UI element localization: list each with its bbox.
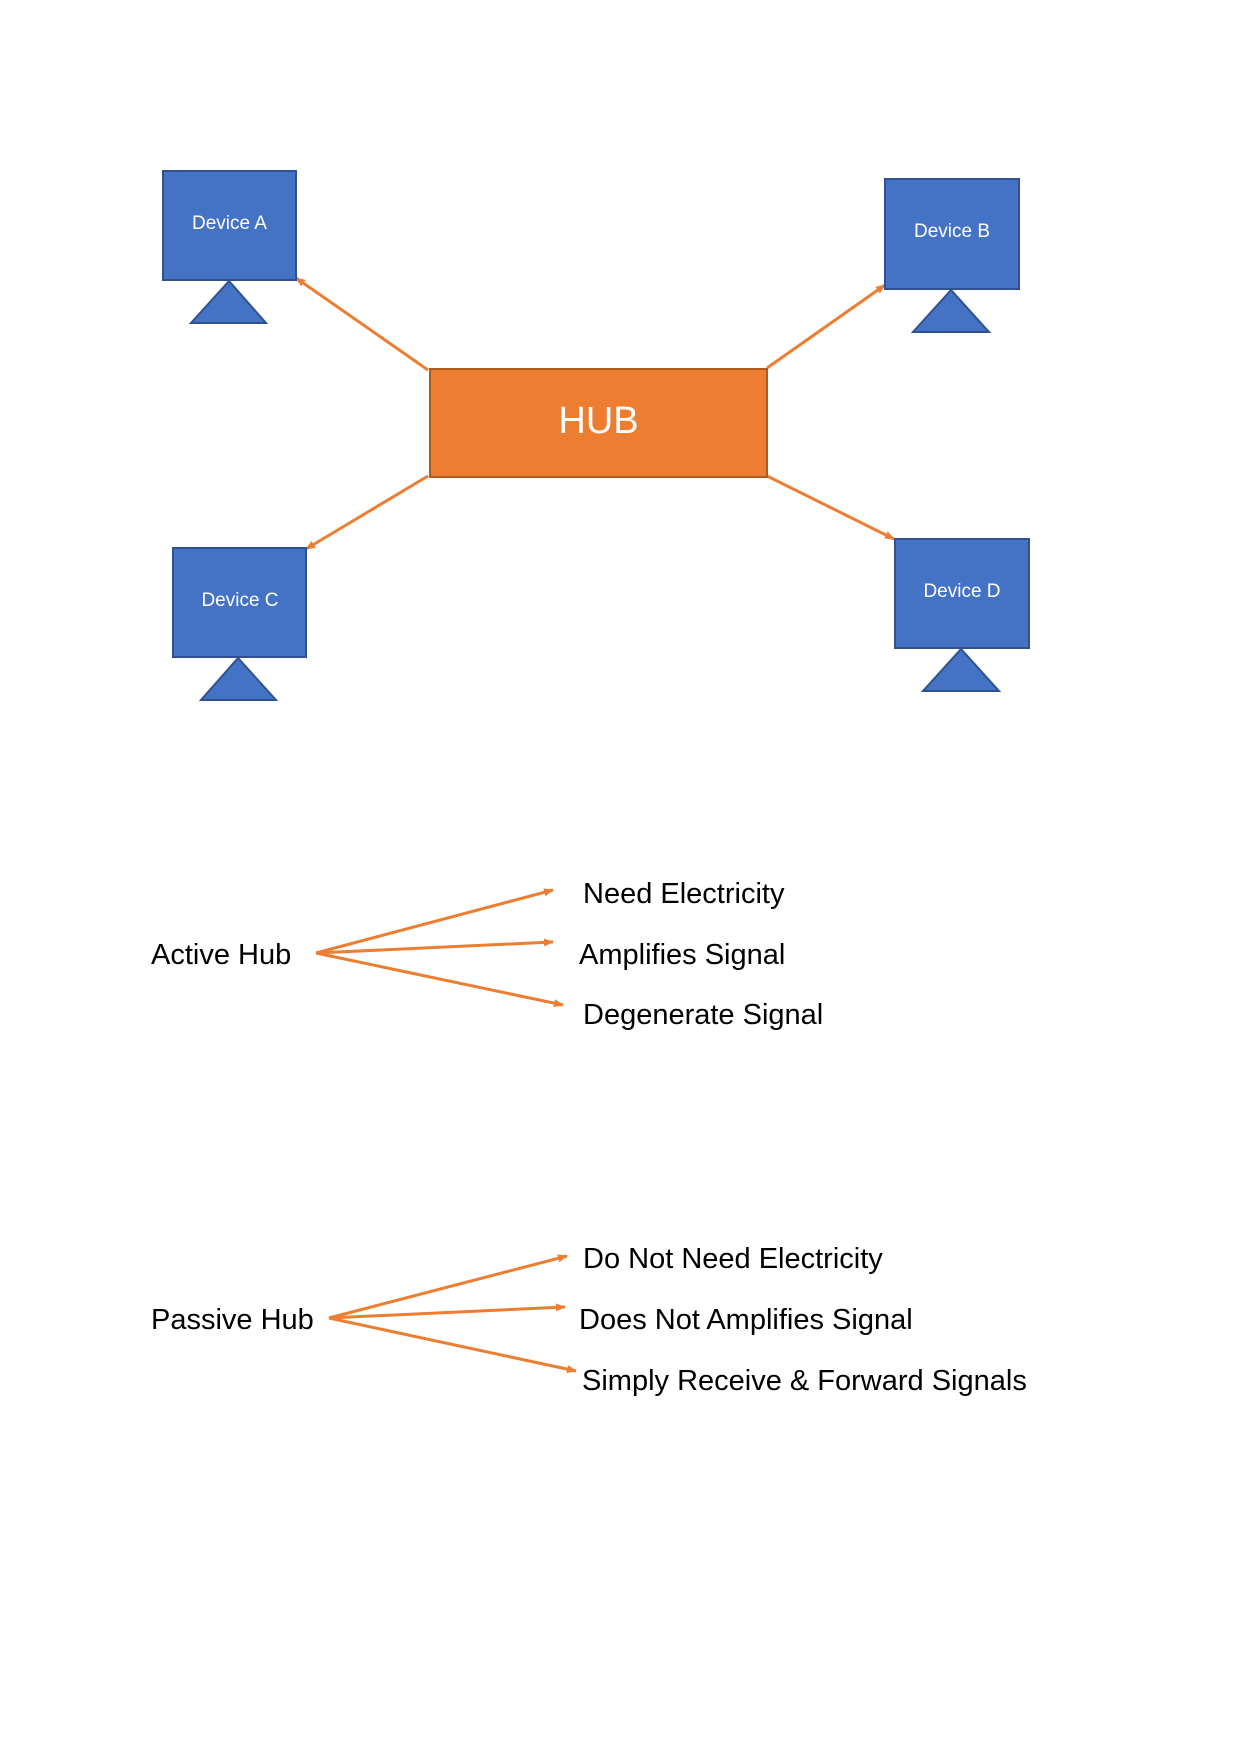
active-hub-label: Active Hub [151,939,291,971]
hub-label: HUB [558,400,638,442]
passive-hub-arrow-2 [328,1303,566,1320]
active-hub-arrow-1 [315,888,554,955]
hub-connectors [295,276,895,551]
device-d-screen [894,538,1030,649]
device-a-stand-icon [188,279,269,324]
active-hub-item-1: Need Electricity [583,878,785,910]
device-c-stand-icon [198,656,279,701]
passive-hub-arrow-3 [328,1316,577,1374]
device-b-label: Device B [914,221,990,242]
passive-hub-item-1: Do Not Need Electricity [583,1243,883,1275]
passive-hub-section: Passive Hub Do Not Need Electricity Does… [151,1243,1027,1397]
passive-hub-arrow-1 [328,1254,568,1320]
active-hub-item-3: Degenerate Signal [583,999,823,1031]
passive-hub-item-3: Simply Receive & Forward Signals [582,1365,1027,1397]
arrow-hub-to-device-a [295,276,429,372]
arrow-hub-to-device-c [305,474,429,551]
device-b-stand-icon [910,288,992,333]
device-d: Device D [894,538,1030,692]
passive-hub-label: Passive Hub [151,1304,314,1336]
active-hub-section: Active Hub Need Electricity Amplifies Si… [151,878,823,1031]
device-a: Device A [162,170,297,324]
hub: HUB [429,368,768,478]
arrow-hub-to-device-b [766,283,886,370]
device-c: Device C [172,547,307,701]
device-d-stand-icon [920,647,1002,692]
passive-hub-item-2: Does Not Amplifies Signal [579,1304,913,1336]
device-d-label: Device D [923,581,1000,602]
arrow-hub-to-device-d [766,474,895,541]
device-a-label: Device A [192,213,267,234]
device-b: Device B [884,178,1020,333]
device-c-screen [172,547,307,658]
device-c-label: Device C [201,590,278,611]
active-hub-arrow-2 [315,938,554,955]
active-hub-arrow-3 [315,951,564,1008]
device-a-screen [162,170,297,281]
device-b-screen [884,178,1020,290]
hub-box [429,368,768,478]
active-hub-item-2: Amplifies Signal [579,939,785,971]
